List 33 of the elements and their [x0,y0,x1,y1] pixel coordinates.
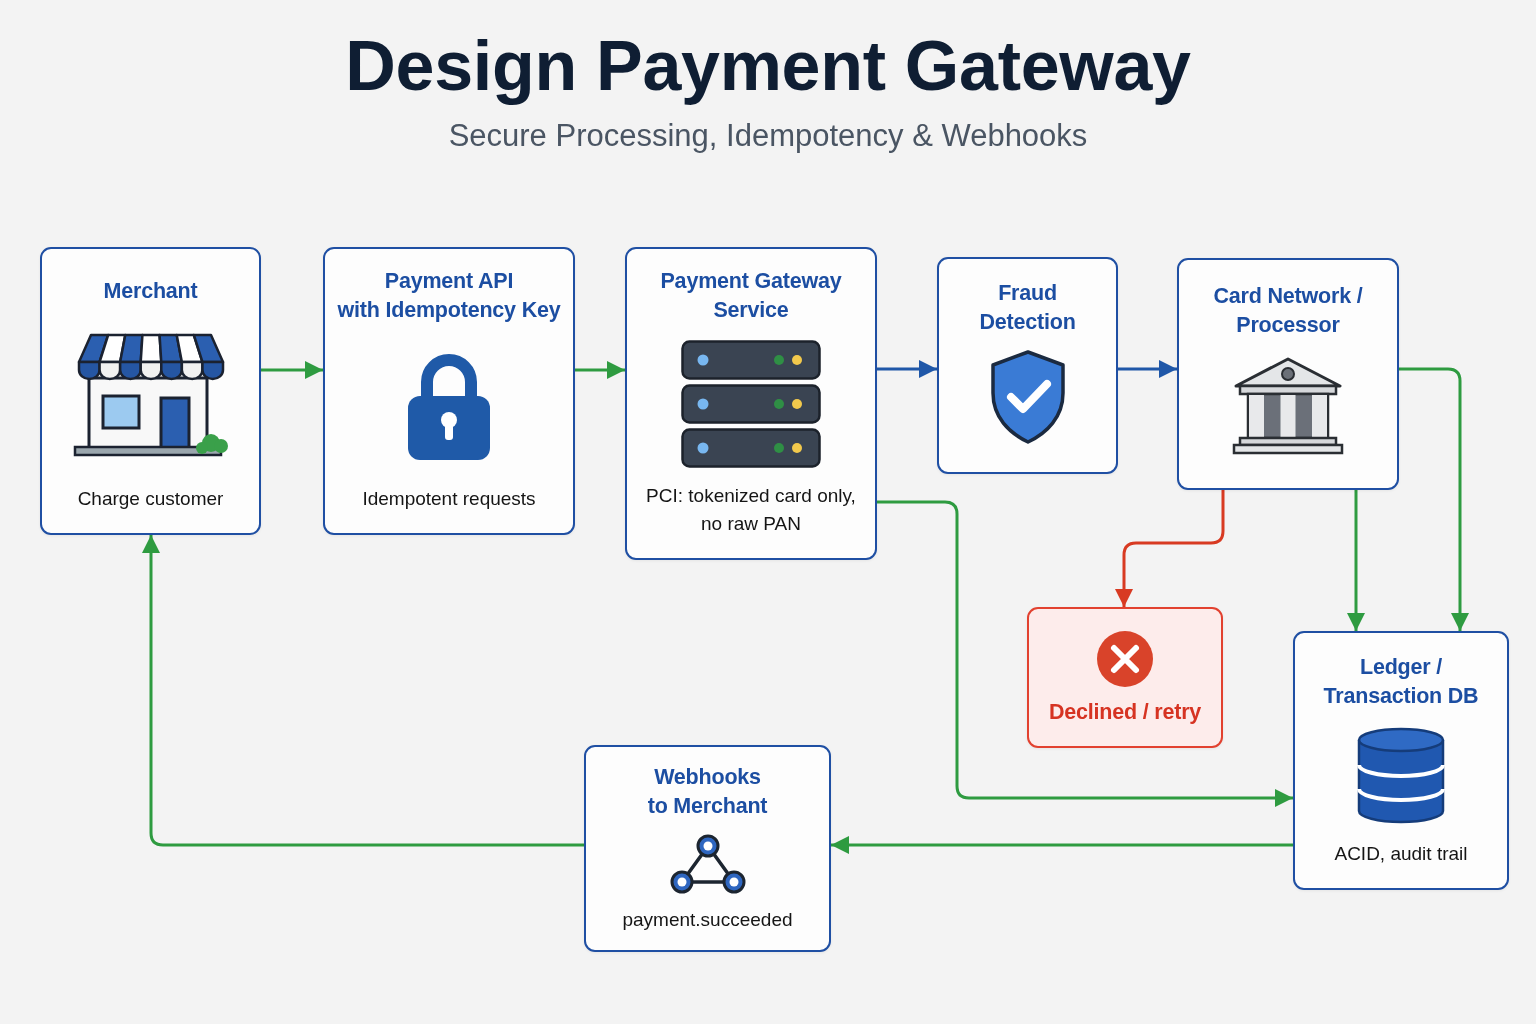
flow-arrow [877,500,1293,807]
node-title: Merchant [103,278,198,305]
flow-arrow [1115,490,1225,607]
flow-arrow [877,360,937,378]
process-box [323,247,575,535]
diagram-subtitle: Secure Processing, Idempotency & Webhooks [448,117,1088,155]
diagram-title: Design Payment Gateway [345,26,1191,107]
process-box [625,247,877,560]
process-box [937,257,1118,474]
node-title: Payment API with Idempotency Key [337,268,561,324]
flow-arrow [261,361,323,379]
node-title: Card Network / Processor [1213,283,1363,339]
flow-arrow [575,361,625,379]
flow-arrow [1399,367,1469,631]
node-title: Payment Gateway Service [660,268,842,324]
flow-arrow [1347,490,1365,631]
flow-arrow [831,836,1293,854]
alert-box [1027,607,1223,748]
node-description: ACID, audit trail [1334,842,1468,866]
node-title: Fraud Detection [979,280,1076,336]
node-title: Webhooks to Merchant [647,764,768,820]
node-description: PCI: tokenized card only, no raw PAN [646,484,856,536]
node-title: Ledger / Transaction DB [1323,654,1479,710]
process-box [1293,631,1509,890]
node-title: Declined / retry [1048,699,1202,726]
flow-arrow [1118,360,1177,378]
process-box [584,745,831,952]
process-box [40,247,261,535]
node-description: Idempotent requests [362,487,536,511]
node-description: Charge customer [77,487,224,511]
flow-arrow [142,535,584,847]
node-description: payment.succeeded [622,908,793,932]
process-box [1177,258,1399,490]
